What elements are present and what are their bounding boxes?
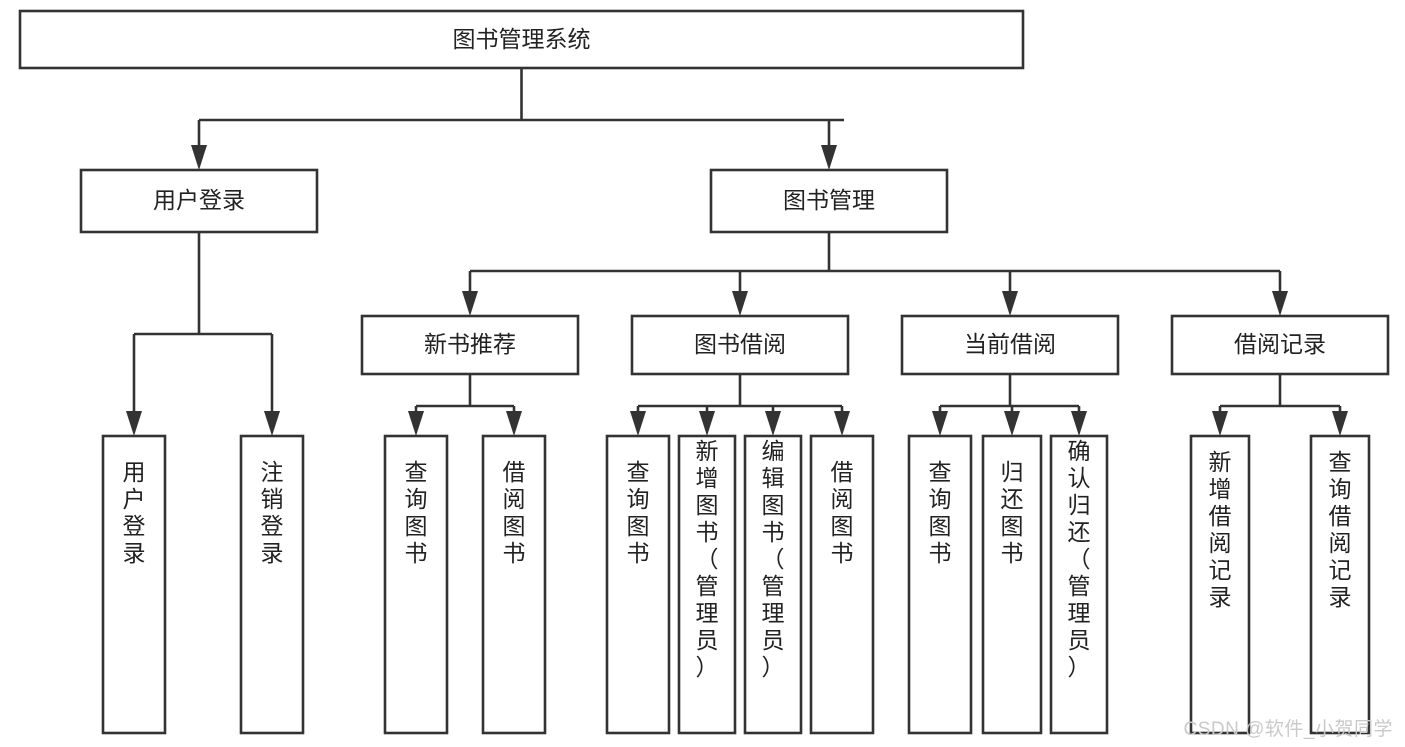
node-leaf-user-login-box[interactable] — [101, 434, 167, 735]
arrowhead-borrow-to-leaf4 — [834, 411, 850, 436]
arrowhead-bm-to-record — [1272, 291, 1288, 316]
arrowhead-borrow-to-leaf2 — [699, 411, 715, 436]
node-new-book-recommend-box[interactable] — [360, 314, 580, 376]
node-borrow-record-label: 借阅记录 — [1234, 331, 1326, 357]
node-leaf-query-book-current-box[interactable] — [907, 434, 973, 735]
node-leaf-edit-book-box[interactable] — [743, 434, 803, 735]
arrowhead-record-to-leaf1 — [1212, 411, 1228, 436]
node-leaf-query-book-recommend-box[interactable] — [383, 434, 449, 735]
arrowhead-borrow-to-leaf1 — [630, 411, 646, 436]
csdn-watermark: CSDN @软件_小贺同学 — [1183, 719, 1393, 740]
connector-group-root — [191, 68, 844, 170]
node-leaf-query-book-recommend[interactable]: 查询图书 — [383, 434, 449, 735]
node-leaf-user-login-label: 用户登录 — [123, 459, 146, 566]
node-leaf-logout-box[interactable] — [239, 434, 305, 735]
node-leaf-confirm-return-label: 确认归还（管理员） — [1068, 438, 1091, 680]
node-book-management-box[interactable] — [709, 168, 949, 234]
arrowhead-bm-to-current — [1002, 291, 1018, 316]
arrowhead-recommend-to-leaf2 — [506, 411, 522, 436]
node-leaf-query-book-borrow-label: 查询图书 — [627, 459, 650, 566]
node-leaf-borrow-book-recommend-box[interactable] — [481, 434, 547, 735]
node-new-book-recommend[interactable]: 新书推荐 — [360, 314, 580, 376]
node-leaf-query-book-current-label: 查询图书 — [929, 459, 952, 566]
node-user-login-box[interactable] — [79, 168, 319, 234]
node-leaf-return-book-box[interactable] — [981, 434, 1043, 735]
node-leaf-query-borrow-record-box[interactable] — [1309, 434, 1371, 735]
node-leaf-borrow-book-recommend-label: 借阅图书 — [503, 459, 526, 566]
node-leaf-confirm-return-box[interactable] — [1049, 434, 1109, 735]
node-leaf-return-book[interactable]: 归还图书 — [981, 434, 1043, 735]
node-leaf-add-borrow-record[interactable]: 新增借阅记录 — [1189, 434, 1251, 735]
node-leaf-logout[interactable]: 注销登录 — [239, 434, 305, 735]
connector-group-new-book-recommend — [408, 374, 522, 436]
node-leaf-edit-book[interactable]: 编辑图书（管理员） — [743, 434, 803, 735]
node-leaf-add-book-box[interactable] — [677, 434, 737, 735]
connector-group-borrow-record — [1212, 374, 1348, 436]
node-borrow-record[interactable]: 借阅记录 — [1170, 314, 1390, 376]
node-leaf-query-book-current[interactable]: 查询图书 — [907, 434, 973, 735]
node-leaf-confirm-return[interactable]: 确认归还（管理员） — [1049, 434, 1109, 735]
node-root[interactable]: 图书管理系统 — [18, 9, 1025, 70]
node-root-box[interactable] — [18, 9, 1025, 70]
node-leaf-add-book[interactable]: 新增图书（管理员） — [677, 434, 737, 735]
node-leaf-add-book-label: 新增图书（管理员） — [696, 438, 719, 680]
arrowhead-record-to-leaf2 — [1332, 411, 1348, 436]
connector-group-book-borrow — [630, 374, 850, 436]
arrowhead-bm-to-recommend — [462, 291, 478, 316]
node-leaf-borrow-book-box[interactable] — [809, 434, 875, 735]
connector-group-current-borrow — [932, 374, 1087, 436]
arrowhead-borrow-to-leaf3 — [765, 411, 781, 436]
node-leaf-query-borrow-record-label: 查询借阅记录 — [1329, 449, 1352, 610]
arrowhead-root-to-user-login — [191, 145, 207, 170]
connector-group-book-management — [462, 232, 1288, 316]
node-leaf-return-book-label: 归还图书 — [1001, 459, 1024, 566]
node-current-borrow-box[interactable] — [900, 314, 1120, 376]
node-leaf-borrow-book-label: 借阅图书 — [831, 459, 854, 566]
node-book-management-label: 图书管理 — [783, 187, 875, 213]
node-leaf-logout-label: 注销登录 — [261, 459, 284, 566]
node-leaf-query-book-borrow[interactable]: 查询图书 — [605, 434, 671, 735]
node-book-borrow-label: 图书借阅 — [694, 331, 786, 357]
node-leaf-edit-book-label: 编辑图书（管理员） — [762, 438, 785, 680]
arrowhead-bm-to-borrow — [732, 291, 748, 316]
arrowhead-recommend-to-leaf1 — [408, 411, 424, 436]
connector-group-user-login — [126, 232, 280, 436]
arrowhead-current-to-leaf2 — [1004, 411, 1020, 436]
arrowhead-user-login-to-leaf1 — [126, 411, 142, 436]
node-leaf-add-borrow-record-label: 新增借阅记录 — [1209, 449, 1232, 610]
node-book-borrow[interactable]: 图书借阅 — [630, 314, 850, 376]
node-leaf-borrow-book[interactable]: 借阅图书 — [809, 434, 875, 735]
node-leaf-user-login[interactable]: 用户登录 — [101, 434, 167, 735]
node-leaf-borrow-book-recommend[interactable]: 借阅图书 — [481, 434, 547, 735]
node-borrow-record-box[interactable] — [1170, 314, 1390, 376]
node-root-label: 图书管理系统 — [453, 26, 591, 52]
node-user-login[interactable]: 用户登录 — [79, 168, 319, 234]
node-current-borrow[interactable]: 当前借阅 — [900, 314, 1120, 376]
node-leaf-add-borrow-record-box[interactable] — [1189, 434, 1251, 735]
node-current-borrow-label: 当前借阅 — [964, 331, 1056, 357]
node-book-borrow-box[interactable] — [630, 314, 850, 376]
node-leaf-query-book-borrow-box[interactable] — [605, 434, 671, 735]
node-book-management[interactable]: 图书管理 — [709, 168, 949, 234]
arrowhead-current-to-leaf3 — [1071, 411, 1087, 436]
arrowhead-current-to-leaf1 — [932, 411, 948, 436]
node-new-book-recommend-label: 新书推荐 — [424, 331, 516, 357]
node-leaf-query-borrow-record[interactable]: 查询借阅记录 — [1309, 434, 1371, 735]
arrowhead-user-login-to-leaf2 — [264, 411, 280, 436]
arrowhead-root-to-book-management — [821, 145, 837, 170]
node-leaf-query-book-recommend-label: 查询图书 — [405, 459, 428, 566]
node-user-login-label: 用户登录 — [153, 187, 245, 213]
